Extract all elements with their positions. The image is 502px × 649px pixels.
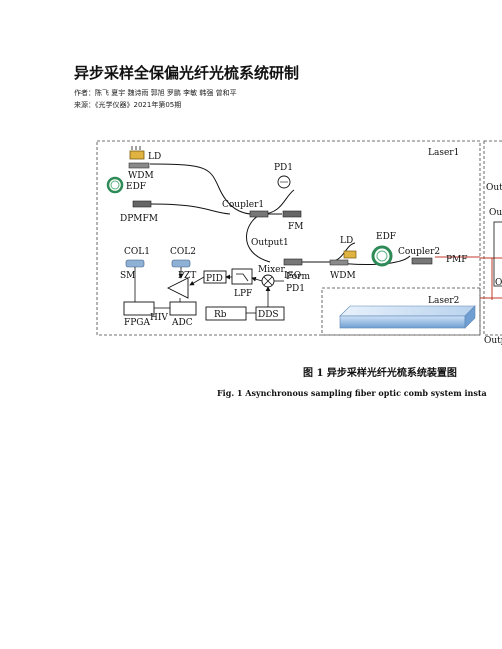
- fm-label: FM: [288, 222, 303, 232]
- mixer-label: Mixer: [258, 265, 285, 275]
- rb-box: [205, 306, 247, 321]
- fiber-pd1: [261, 189, 295, 215]
- adc-box: [169, 301, 197, 316]
- fm-device: [282, 210, 302, 218]
- laser2-label: Laser2: [428, 296, 459, 306]
- ld-top-device: [129, 150, 145, 160]
- adc-label: ADC: [171, 318, 193, 328]
- fiber-dpmfm: [149, 203, 231, 215]
- ld-mid-device: [343, 250, 357, 259]
- output1-label: Output1: [251, 238, 289, 248]
- edf-mid-label: EDF: [376, 232, 396, 242]
- laser2-side: [464, 305, 476, 329]
- ld-top-label: LD: [148, 152, 161, 162]
- coupler2-label: Coupler2: [398, 247, 440, 257]
- out-cut-label: Out: [486, 183, 502, 193]
- laser1-label: Laser1: [428, 148, 459, 158]
- edf-mid-coil: [371, 245, 393, 267]
- ld-mid-label: LD: [340, 236, 353, 246]
- lpf-box: [231, 268, 253, 285]
- form-label: Form: [286, 272, 310, 282]
- hv-label: HIV: [150, 313, 168, 323]
- dpmfm-label: DPMFM: [120, 214, 158, 224]
- col2-device: [171, 259, 191, 268]
- pmf-label: PMF: [446, 255, 468, 265]
- rb-label: Rb: [214, 310, 227, 320]
- caption-en: Fig. 1 Asynchronous sampling fiber optic…: [217, 388, 487, 398]
- iso-label: ISO: [284, 271, 301, 281]
- lpf-label: LPF: [234, 289, 252, 299]
- wdm-top-device: [128, 162, 150, 169]
- fpga-label: FPGA: [124, 318, 150, 328]
- hv-amplifier: [166, 277, 189, 299]
- wdm-mid-label: WDM: [330, 271, 356, 281]
- laser2-top: [339, 305, 476, 317]
- dpmfm-device: [132, 200, 152, 208]
- out-cut2-label: Ou: [489, 208, 502, 218]
- article-title: 异步采样全保偏光纤光梳系统研制: [74, 64, 300, 82]
- col1-label: COL1: [124, 247, 150, 257]
- output-frame: [483, 140, 502, 336]
- article-authors: 作者：陈飞 夏宇 魏诗雨 郭旭 罗鹏 李敏 韩强 曾和平: [74, 89, 237, 97]
- pd1-top-symbol: [277, 175, 291, 189]
- pd1-bottom-label: PD1: [286, 284, 305, 294]
- outp-cut-label: Outp: [484, 336, 502, 346]
- col1-device: [125, 259, 145, 268]
- caption-cn: 图 1 异步采样光纤光梳系统装置图: [303, 366, 457, 379]
- sm-label: SM: [120, 271, 135, 281]
- pid-label: PID: [206, 274, 223, 284]
- laser1-frame: [96, 140, 481, 336]
- coupler1-label: Coupler1: [222, 200, 264, 210]
- o-cut-label: O: [495, 278, 502, 288]
- article-source: 来源：《光学仪器》2021年第05期: [74, 101, 182, 109]
- wdm-mid-device: [329, 259, 349, 266]
- pzt-label: PZT: [178, 271, 196, 281]
- pd1-top-label: PD1: [274, 163, 293, 173]
- fpga-box: [123, 301, 155, 316]
- col2-label: COL2: [170, 247, 196, 257]
- dds-label: DDS: [258, 310, 279, 320]
- laser2-body: [339, 315, 466, 329]
- edf-top-label: EDF: [126, 182, 146, 192]
- iso-device: [283, 258, 303, 266]
- edf-top-coil: [106, 176, 124, 194]
- coupler2-device: [411, 257, 433, 265]
- coupler1-device: [249, 210, 269, 218]
- wdm-top-label: WDM: [128, 171, 154, 181]
- laser2-frame: [321, 287, 481, 336]
- dds-box: [255, 306, 285, 321]
- fiber-ring-top: [149, 163, 263, 215]
